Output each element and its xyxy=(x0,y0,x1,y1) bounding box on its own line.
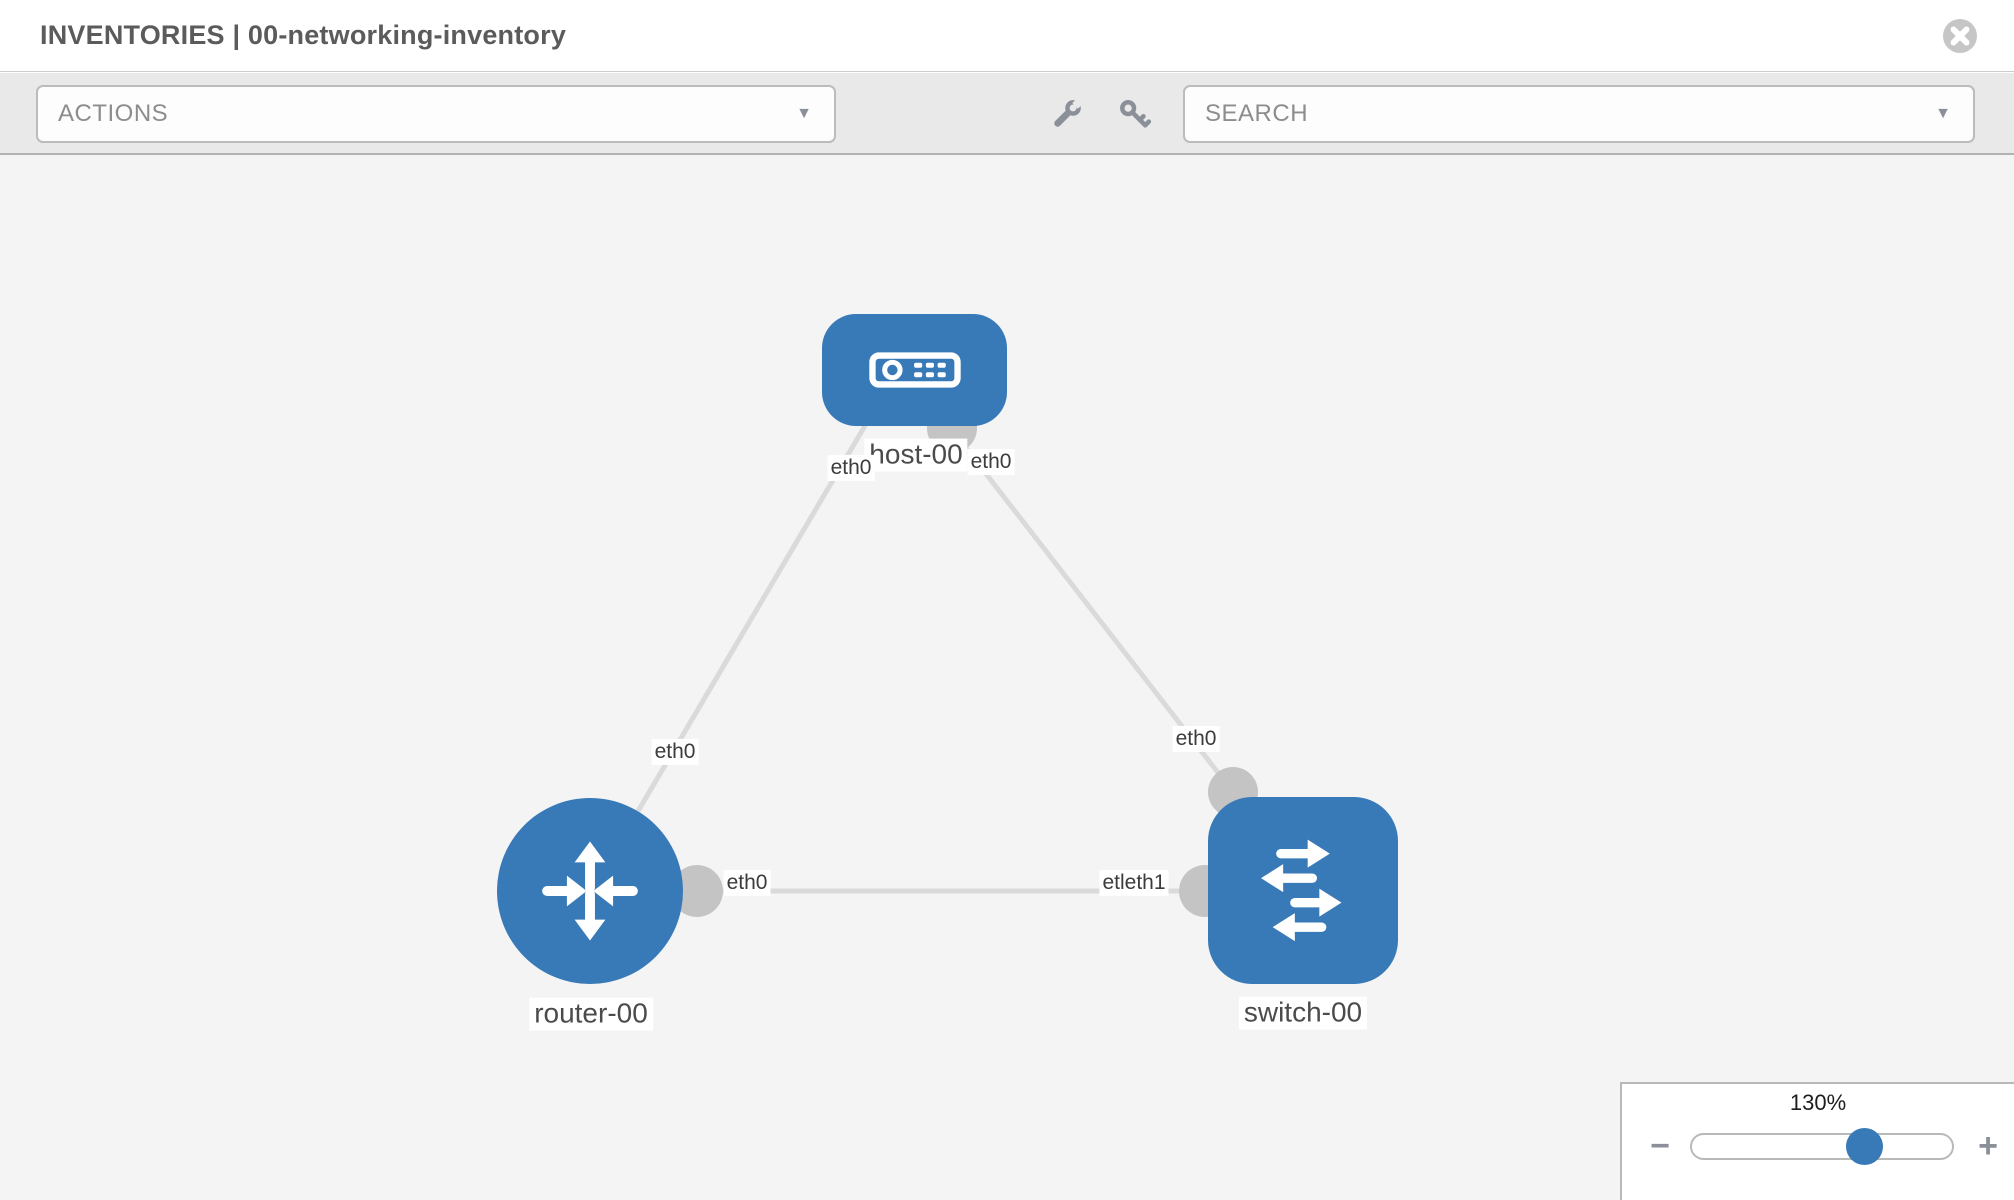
iface-label: eth0 xyxy=(1172,725,1220,753)
header: INVENTORIES | 00-networking-inventory xyxy=(0,0,2014,72)
zoom-slider-track[interactable] xyxy=(1690,1133,1954,1160)
iface-stub-router xyxy=(671,865,723,917)
zoom-level-label: 130% xyxy=(1789,1090,1847,1115)
node-label-host-00: host-00 xyxy=(864,438,968,472)
iface-label: eth0 xyxy=(827,454,875,482)
node-label-router-00: router-00 xyxy=(529,997,653,1031)
close-button[interactable] xyxy=(1942,18,1978,54)
key-icon xyxy=(1120,99,1152,127)
node-router-00[interactable] xyxy=(497,798,683,984)
topology-links-layer xyxy=(631,403,1258,917)
iface-label: etleth1 xyxy=(1099,869,1169,897)
toolbar: ACTIONS ▼ xyxy=(0,73,2014,155)
node-label-switch-00: switch-00 xyxy=(1238,996,1368,1030)
topology-canvas[interactable]: host-00 router-00 switch-00 eth0 eth0 et… xyxy=(0,155,2014,1200)
iface-label: eth0 xyxy=(967,448,1015,476)
page-title: INVENTORIES | 00-networking-inventory xyxy=(40,20,567,50)
node-switch-00[interactable] xyxy=(1208,797,1398,984)
switch-device-icon xyxy=(1261,839,1342,941)
actions-dropdown[interactable]: ACTIONS ▼ xyxy=(36,85,836,143)
zoom-in-button[interactable]: + xyxy=(1968,1124,2008,1168)
node-host-00[interactable] xyxy=(822,314,1007,426)
close-icon xyxy=(1943,19,1977,53)
zoom-slider-thumb[interactable] xyxy=(1846,1128,1883,1165)
zoom-control-panel: 130% − + xyxy=(1620,1082,2014,1200)
iface-label: eth0 xyxy=(651,738,699,766)
chevron-down-icon: ▼ xyxy=(1935,105,1951,122)
search-dropdown[interactable]: SEARCH ▼ xyxy=(1183,85,1975,143)
iface-label: eth0 xyxy=(723,869,771,897)
actions-dropdown-label: ACTIONS xyxy=(58,100,169,127)
router-device-icon xyxy=(542,841,638,941)
wrench-icon xyxy=(1054,98,1083,127)
chevron-down-icon: ▼ xyxy=(796,105,812,122)
host-device-icon xyxy=(868,352,961,388)
tools-button[interactable] xyxy=(1047,95,1087,135)
search-dropdown-label: SEARCH xyxy=(1205,100,1309,127)
credentials-button[interactable] xyxy=(1114,95,1154,135)
zoom-out-button[interactable]: − xyxy=(1640,1124,1680,1168)
